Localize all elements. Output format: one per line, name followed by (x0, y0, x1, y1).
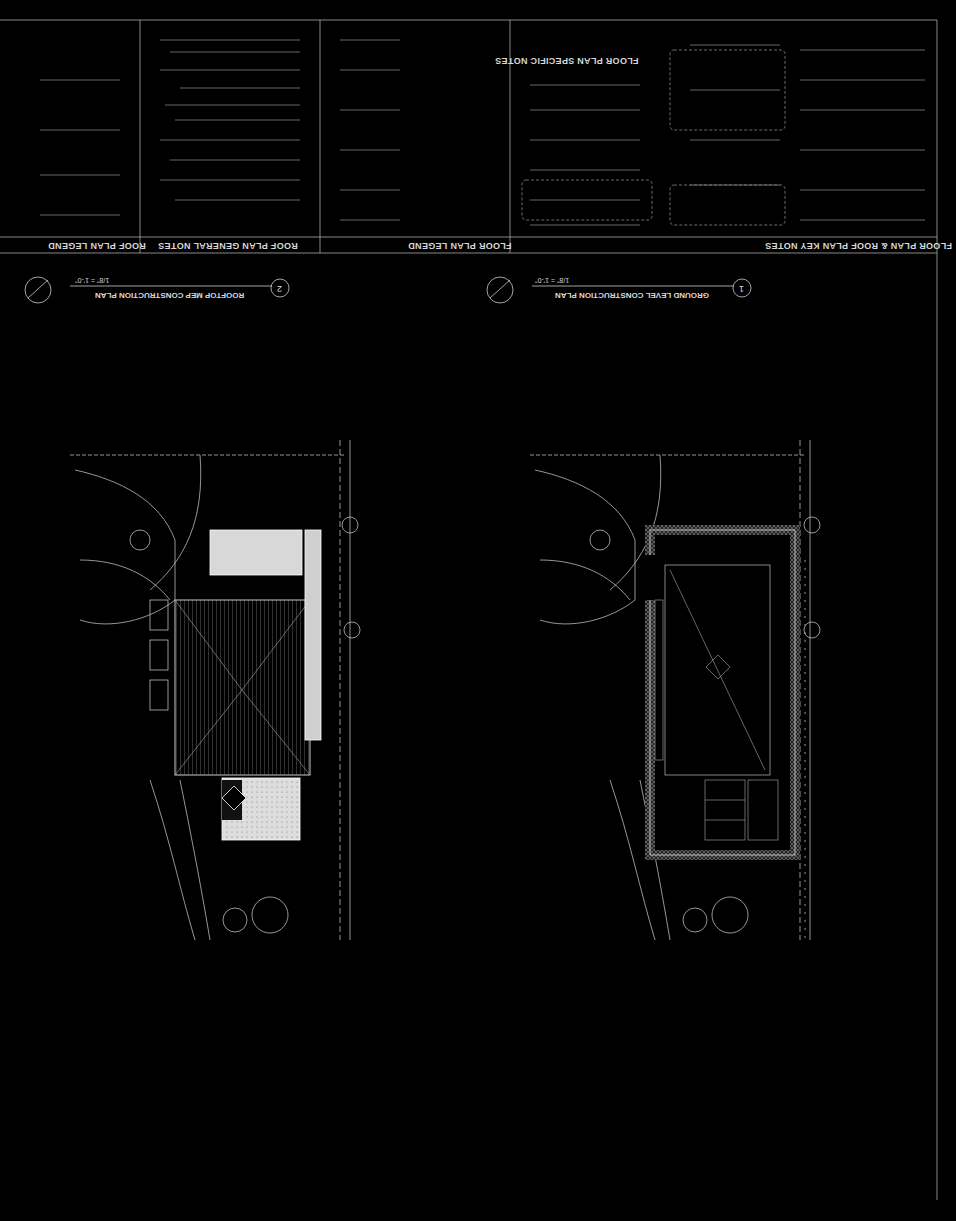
section-heading: FLOOR PLAN SPECIFIC NOTES (495, 55, 639, 65)
drawing-title: ROOFTOP MEP CONSTRUCTION PLAN (95, 290, 244, 299)
section-heading: FLOOR PLAN LEGEND (408, 240, 512, 250)
scale-note: 1/8" = 1'-0" (535, 276, 569, 284)
section-heading: ROOF PLAN GENERAL NOTES (158, 240, 298, 250)
section-heading: ROOF PLAN LEGEND (48, 240, 146, 250)
scale-note: 1/8" = 1'-0" (75, 276, 109, 284)
section-heading: FLOOR PLAN & ROOF PLAN KEY NOTES (765, 240, 952, 250)
drawing-number: 1 (739, 283, 744, 293)
drawing-number: 2 (277, 283, 282, 293)
drawing-title: GROUND LEVEL CONSTRUCTION PLAN (555, 290, 709, 299)
